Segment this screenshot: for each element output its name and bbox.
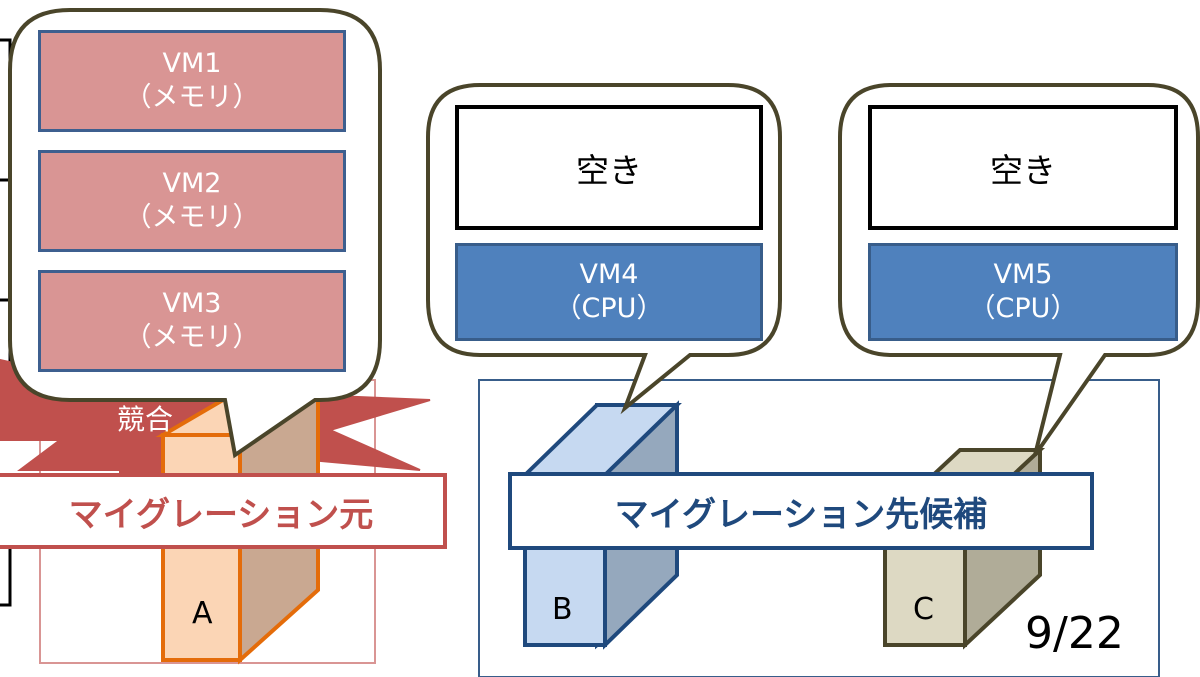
vm4-box: VM4 （CPU） <box>455 243 763 341</box>
vm4-name: VM4 <box>579 259 639 290</box>
left-edge-box-3 <box>0 508 12 607</box>
vm5-box: VM5 （CPU） <box>868 243 1178 341</box>
vm4-type: （CPU） <box>554 293 664 324</box>
page-number: 9/22 <box>1025 608 1124 659</box>
vm1-box: VM1 （メモリ） <box>38 30 346 132</box>
vm2-type: （メモリ） <box>124 202 260 233</box>
vm3-name: VM3 <box>162 288 222 319</box>
vm1-name: VM1 <box>162 48 222 79</box>
vm3-type: （メモリ） <box>124 322 260 353</box>
vm5-name: VM5 <box>993 259 1053 290</box>
contention-label: 競合 <box>117 403 174 436</box>
vm5-type: （CPU） <box>968 293 1078 324</box>
candidate-area-outline <box>478 379 1160 677</box>
source-label: マイグレーション元 <box>0 473 447 549</box>
host-c-free-box: 空き <box>868 105 1178 230</box>
server-b-label: B <box>552 592 573 627</box>
vm2-box: VM2 （メモリ） <box>38 150 346 252</box>
server-a-label: A <box>192 596 213 631</box>
host-b-free-box: 空き <box>455 105 763 230</box>
vm3-box: VM3 （メモリ） <box>38 270 346 372</box>
vm1-type: （メモリ） <box>124 82 260 113</box>
server-c-label: C <box>913 592 934 627</box>
candidate-label: マイグレーション先候補 <box>508 472 1094 550</box>
vm2-name: VM2 <box>162 168 222 199</box>
